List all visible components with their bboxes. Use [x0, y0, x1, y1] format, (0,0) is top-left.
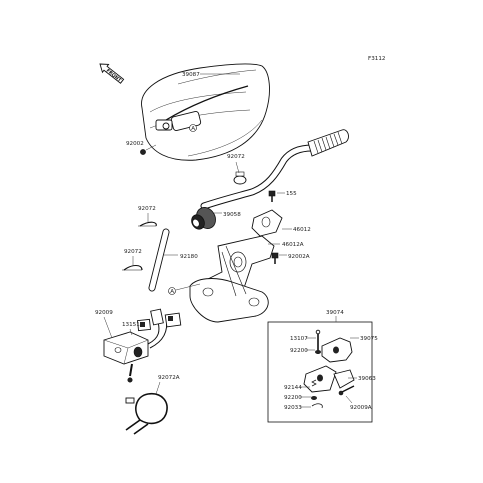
lever-body-39063 [303, 365, 355, 393]
clamp-band-92072A [125, 392, 168, 435]
callout-39075: 39075 [360, 336, 378, 342]
clamp-92072-low [122, 264, 143, 271]
callout-92072-mid: 92072 [138, 206, 156, 212]
front-arrow-icon: FRONT [99, 63, 125, 84]
switch-assembly-13151 [103, 308, 182, 377]
washer-92200-a [315, 350, 321, 354]
ref-marker-a-lower: A [170, 289, 174, 295]
callout-92009: 92009 [95, 310, 113, 316]
washer-92200-b [311, 396, 317, 400]
callout-92033: 92033 [284, 405, 302, 411]
clamp-cap-46012 [251, 209, 283, 237]
screw-92009-lower [127, 377, 133, 383]
callout-39058: 39058 [223, 212, 241, 218]
callout-92002: 92002 [126, 141, 144, 147]
handlebar-grip-right [307, 129, 349, 157]
callout-155: 155 [286, 191, 297, 197]
callout-39063: 39063 [358, 376, 376, 382]
circlip-92033 [311, 403, 323, 409]
callout-46012A: 46012A [282, 242, 304, 248]
clamp-92072-mid [138, 221, 157, 227]
clamp-92072-top [233, 171, 247, 185]
callout-39074: 39074 [326, 310, 344, 316]
handlebar-cover-39087 [141, 63, 270, 161]
bolt-92002A [271, 252, 279, 264]
callout-92200-b: 92200 [284, 395, 302, 401]
screw-92009A [338, 385, 355, 396]
callout-92072A: 92072A [158, 375, 180, 381]
callout-39087: 39087 [182, 72, 200, 78]
callout-92200-a: 92200 [290, 348, 308, 354]
screw-92002 [140, 144, 157, 155]
callout-92072-top: 92072 [227, 154, 245, 160]
callout-92180: 92180 [180, 254, 198, 260]
handlebar-grip-39058 [191, 207, 216, 230]
callout-13107: 13107 [290, 336, 308, 342]
spring-92144 [311, 379, 317, 387]
callout-92009A: 92009A [350, 405, 372, 411]
steering-holder-46012A [189, 235, 275, 323]
lever-39075 [321, 337, 353, 363]
callout-92072-low: 92072 [124, 249, 142, 255]
inset-box-39074 [267, 321, 373, 423]
callout-13151: 13151 [122, 322, 140, 328]
bolt-155 [268, 190, 276, 202]
callout-92144: 92144 [284, 385, 302, 391]
hose-92180 [148, 228, 170, 292]
callout-46012: 46012 [293, 227, 311, 233]
handlebar-pipe [200, 144, 316, 210]
figure-id: F3112 [368, 56, 385, 62]
callout-92002A: 92002A [288, 254, 310, 260]
ref-marker-a-upper: A [191, 126, 195, 132]
